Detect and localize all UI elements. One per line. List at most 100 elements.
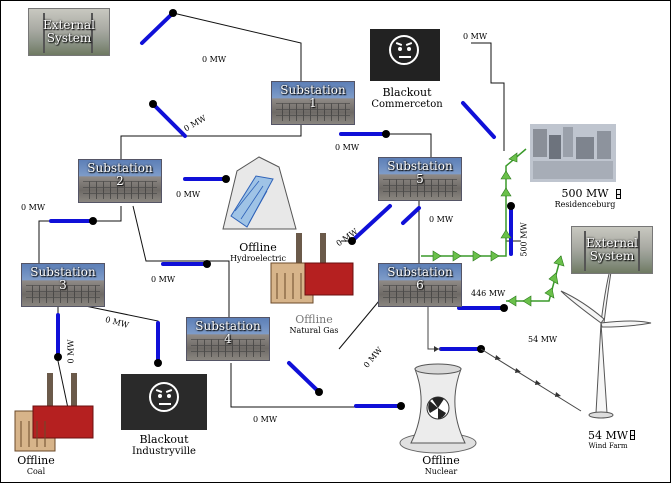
pivot — [315, 388, 323, 396]
substation-name: Substation — [195, 319, 261, 333]
external-system-west[interactable]: External System — [28, 8, 110, 56]
substation-grid — [191, 339, 265, 357]
commerceton-load[interactable] — [370, 29, 440, 81]
eye — [398, 47, 402, 51]
flow-label-s1-commerceton: 0 MW — [463, 32, 488, 41]
mouth — [399, 56, 411, 58]
eye — [167, 394, 171, 398]
industryville-caption: Blackout Industryville — [121, 433, 207, 457]
brow — [395, 42, 403, 46]
natural-gas-plant-icon — [270, 233, 354, 304]
substation-2[interactable]: Substation 2 — [78, 159, 162, 203]
external-system-line1: External — [43, 18, 95, 32]
switch-s1-s2 — [151, 102, 187, 138]
hydro-name: Hydroelectric — [230, 254, 286, 263]
industryville-load[interactable] — [121, 374, 207, 430]
substation-name: Substation — [280, 83, 346, 97]
mouth — [159, 403, 171, 405]
substation-number: 3 — [59, 278, 67, 292]
substation-6[interactable]: Substation 6 — [378, 263, 462, 307]
switch-s4-nuclear-a — [287, 361, 321, 394]
coal-plant-icon — [14, 373, 94, 452]
flow-arrow — [452, 250, 462, 262]
external-system-label: External System — [29, 19, 109, 45]
substation-4[interactable]: Substation 4 — [186, 317, 270, 361]
substation-1[interactable]: Substation 1 — [271, 81, 355, 125]
flow-arrow — [507, 295, 517, 307]
pivot — [382, 130, 390, 138]
external-system-line2: System — [46, 31, 92, 45]
commerceton-caption: Blackout Commerceton — [367, 86, 447, 110]
wind-name: Wind Farm — [588, 442, 628, 450]
flow-label-s1-s5: 0 MW — [335, 143, 360, 152]
substation-grid — [383, 285, 457, 303]
flow-arrow — [522, 295, 532, 307]
wind-output-stepper[interactable] — [630, 430, 635, 440]
line-s1-s2 — [120, 123, 302, 159]
line-s1-commerceton — [471, 42, 505, 151]
flow-arrow — [508, 152, 518, 163]
line-s2-s3 — [38, 206, 122, 263]
industryville-status: Blackout — [139, 433, 189, 446]
substation-name: Substation — [387, 159, 453, 173]
residenceburg-city-icon — [530, 124, 616, 182]
external-system-label: External System — [572, 237, 652, 263]
eye — [158, 394, 162, 398]
flow-arrow — [432, 250, 442, 262]
switch-pivots — [54, 9, 515, 410]
flow-label-s6-res: 500 MW — [519, 222, 529, 257]
coal-status: Offline — [17, 454, 55, 467]
flow-label-wind-s6: 54 MW — [528, 335, 558, 344]
flow-label-s3-coal: 0 MW — [66, 339, 76, 364]
commerceton-name: Commerceton — [371, 99, 443, 110]
substation-3[interactable]: Substation 3 — [21, 263, 105, 307]
pivot — [500, 304, 508, 312]
flow-arrows — [432, 152, 565, 307]
substation-number: 5 — [416, 172, 424, 186]
pivot — [203, 260, 211, 268]
brow — [165, 389, 173, 393]
pivot — [54, 353, 62, 361]
pylon-icon — [584, 231, 586, 271]
flow-arrow — [500, 187, 512, 197]
residenceburg-caption: 500 MW Residenceburg — [539, 187, 631, 209]
line-s4-s6 — [338, 300, 380, 350]
external-system-east[interactable]: External System — [571, 226, 653, 274]
substation-5[interactable]: Substation 5 — [378, 157, 462, 201]
nuclear-name: Nuclear — [424, 467, 458, 476]
angry-face-icon — [149, 382, 179, 412]
pivot — [222, 175, 230, 183]
pylon-icon — [91, 13, 93, 53]
substation-number: 1 — [309, 96, 317, 110]
substation-number: 4 — [224, 332, 232, 346]
industryville-name: Industryville — [132, 446, 196, 457]
flow-label-ext-s1: 0 MW — [202, 55, 227, 64]
substation-grid — [26, 285, 100, 303]
wind-caption: 54 MW Wind Farm — [578, 429, 638, 450]
residenceburg-demand: 500 MW — [561, 187, 609, 200]
eye — [407, 47, 411, 51]
pylon-icon — [43, 13, 45, 53]
substation-grid — [83, 181, 157, 199]
brow — [155, 389, 163, 393]
commerceton-status: Blackout — [382, 86, 432, 99]
wind-turbine-icon — [560, 258, 652, 419]
flow-arrow — [500, 229, 512, 239]
switch-s5-s6 — [401, 206, 421, 225]
pivot — [169, 9, 177, 17]
residenceburg-name: Residenceburg — [554, 200, 616, 209]
flow-ext-s6 — [506, 255, 562, 302]
pivot — [149, 100, 157, 108]
switches — [49, 11, 513, 408]
flow-arrow — [548, 272, 559, 285]
gas-caption: Offline Natural Gas — [279, 313, 349, 335]
hydro-caption: Offline Hydroelectric — [215, 241, 301, 263]
wind-ticks — [434, 346, 561, 397]
residenceburg-demand-stepper[interactable] — [616, 189, 621, 199]
flow-label-s2-hydro: 0 MW — [176, 190, 201, 199]
line-ext-s1 — [172, 12, 302, 81]
substation-name: Substation — [387, 265, 453, 279]
pivot — [507, 202, 515, 210]
